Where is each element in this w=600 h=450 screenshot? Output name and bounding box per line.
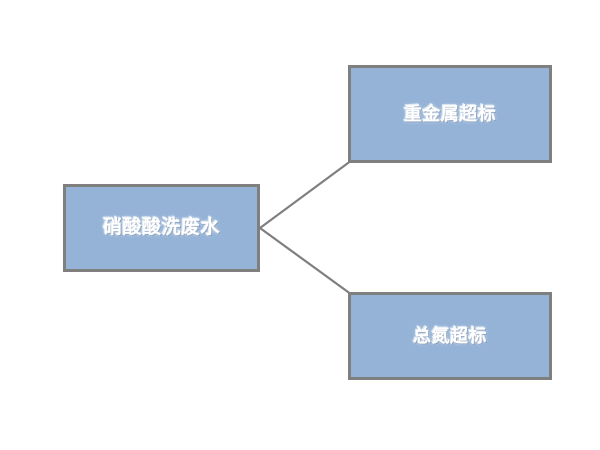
- node-source-wastewater[interactable]: 硝酸酸洗废水: [63, 184, 260, 272]
- node-total-nitrogen-exceedance[interactable]: 总氮超标: [348, 292, 552, 380]
- connector-source-to-heavy-metal: [258, 161, 350, 230]
- node-heavy-metal-exceedance-label: 重金属超标: [403, 103, 497, 124]
- node-total-nitrogen-exceedance-label: 总氮超标: [413, 325, 487, 346]
- node-source-wastewater-label: 硝酸酸洗废水: [102, 217, 220, 239]
- connector-source-to-total-nitrogen: [258, 226, 350, 294]
- node-heavy-metal-exceedance[interactable]: 重金属超标: [348, 65, 552, 163]
